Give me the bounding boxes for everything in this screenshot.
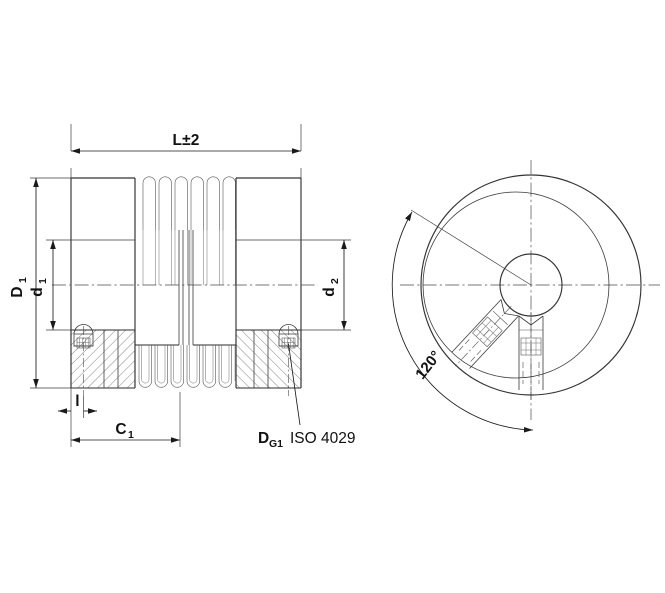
- label-outer-diameter: D: [9, 286, 26, 297]
- label-bore-diameter-1: d: [29, 287, 46, 297]
- label-overall-length: L±2: [173, 132, 200, 149]
- label-setscrew-subscript: G1: [269, 438, 283, 450]
- side-section-view: L±2 D 1 d 1 d: [9, 124, 356, 450]
- left-setscrew-detail: [73, 324, 94, 396]
- label-bore-diameter-2-subscript: 2: [329, 278, 341, 284]
- label-hub-length-subscript: 1: [128, 429, 134, 441]
- label-outer-diameter-subscript: 1: [17, 277, 29, 283]
- label-screw-position: l: [75, 393, 79, 410]
- sectioned-lower-half: [70, 230, 302, 396]
- label-hub-length: C: [115, 421, 126, 438]
- bellows-lower-convolutions: [134, 285, 237, 388]
- dimension-bore-diameter-1: d 1: [29, 239, 71, 331]
- dimension-overall-length: L±2: [70, 124, 302, 178]
- left-hub-hatch: [71, 330, 135, 388]
- dimension-bore-diameter-2: d 2: [301, 239, 351, 331]
- label-bore-diameter-1-subscript: 1: [37, 278, 49, 284]
- right-hub-hatch: [236, 330, 301, 388]
- dimension-hub-length: C 1: [70, 392, 181, 447]
- dimension-screw-position: l: [58, 388, 97, 418]
- label-setscrew-standard: ISO 4029: [290, 430, 356, 447]
- callout-setscrew: D G1 ISO 4029: [258, 343, 356, 450]
- bellows-upper-convolutions: [134, 176, 237, 285]
- label-setscrew-symbol: D: [258, 430, 269, 447]
- label-bore-diameter-2: d: [321, 287, 338, 297]
- dimension-outer-diameter: D 1: [9, 177, 71, 389]
